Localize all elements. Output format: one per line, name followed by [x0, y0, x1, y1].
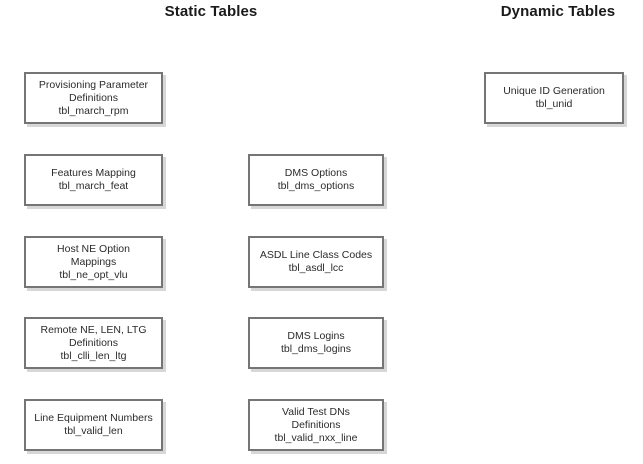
table-box-tbl-dms-logins[interactable]: DMS Logins tbl_dms_logins — [248, 317, 384, 369]
table-box-tbl-valid-nxx-line[interactable]: Valid Test DNs Definitions tbl_valid_nxx… — [248, 399, 384, 451]
table-box-label: Unique ID Generation tbl_unid — [503, 85, 605, 110]
table-box-label: DMS Options tbl_dms_options — [277, 167, 355, 192]
table-box-label: ASDL Line Class Codes tbl_asdl_lcc — [259, 249, 373, 274]
table-box-label: Host NE Option Mappings tbl_ne_opt_vlu — [57, 242, 130, 281]
table-box-label: Features Mapping tbl_march_feat — [51, 167, 136, 192]
table-box-tbl-march-feat[interactable]: Features Mapping tbl_march_feat — [24, 154, 163, 206]
static-tables-heading: Static Tables — [164, 3, 258, 20]
table-box-label: Remote NE, LEN, LTG Definitions tbl_clli… — [40, 323, 147, 362]
table-box-tbl-dms-options[interactable]: DMS Options tbl_dms_options — [248, 154, 384, 206]
table-box-tbl-clli-len-ltg[interactable]: Remote NE, LEN, LTG Definitions tbl_clli… — [24, 317, 163, 369]
table-box-label: Valid Test DNs Definitions tbl_valid_nxx… — [274, 405, 358, 444]
table-box-tbl-ne-opt-vlu[interactable]: Host NE Option Mappings tbl_ne_opt_vlu — [24, 236, 163, 288]
table-box-tbl-asdl-lcc[interactable]: ASDL Line Class Codes tbl_asdl_lcc — [248, 236, 384, 288]
table-box-label: Line Equipment Numbers tbl_valid_len — [34, 412, 153, 437]
table-box-tbl-valid-len[interactable]: Line Equipment Numbers tbl_valid_len — [24, 399, 163, 451]
table-box-tbl-march-rpm[interactable]: Provisioning Parameter Definitions tbl_m… — [24, 72, 163, 124]
table-box-tbl-unid[interactable]: Unique ID Generation tbl_unid — [484, 72, 624, 124]
table-box-label: Provisioning Parameter Definitions tbl_m… — [38, 78, 149, 117]
dynamic-tables-heading: Dynamic Tables — [500, 3, 616, 20]
table-box-label: DMS Logins tbl_dms_logins — [280, 330, 352, 355]
